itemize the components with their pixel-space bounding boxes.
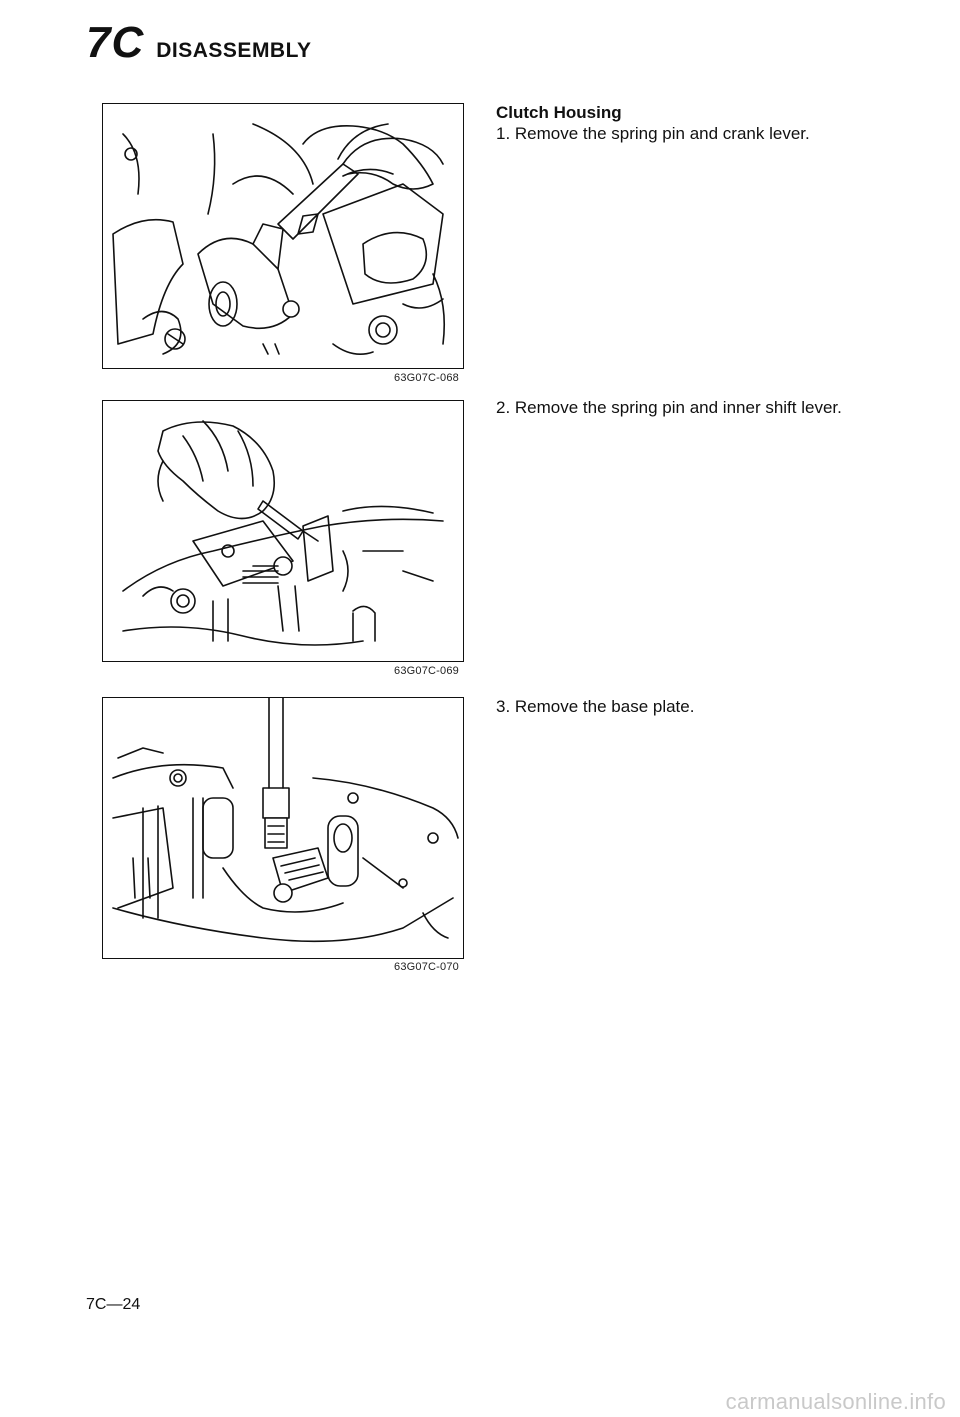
illustration-base-plate	[112, 698, 459, 943]
figure-crank-lever	[102, 103, 464, 369]
step-1: 1. Remove the spring pin and crank lever…	[496, 124, 810, 143]
page-header: 7C DISASSEMBLY	[86, 18, 312, 68]
step-3: 3. Remove the base plate.	[496, 697, 695, 716]
section-heading: Clutch Housing	[496, 103, 622, 122]
illustration-inner-shift-lever	[122, 420, 444, 646]
figure-base-plate	[102, 697, 464, 959]
figure-code: 63G07C-070	[394, 961, 459, 973]
step-2: 2. Remove the spring pin and inner shift…	[496, 398, 842, 417]
illustration-crank-lever	[112, 123, 446, 355]
figure-code: 63G07C-069	[394, 665, 459, 677]
page-number: 7C—24	[86, 1296, 141, 1313]
section-code: 7C	[86, 18, 145, 67]
watermark: carmanualsonline.info	[725, 1389, 946, 1414]
figure-code: 63G07C-068	[394, 372, 459, 384]
section-title: DISASSEMBLY	[156, 39, 312, 62]
figure-inner-shift-lever	[102, 400, 464, 662]
